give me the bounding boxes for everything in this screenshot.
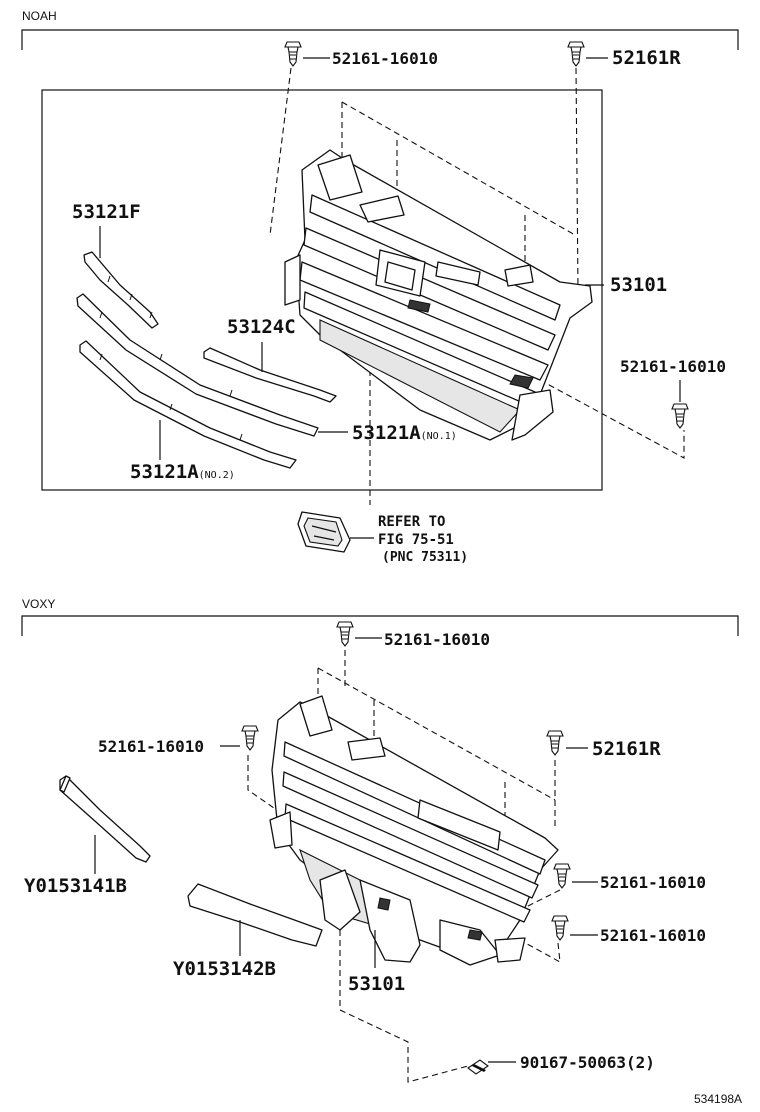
refer-text-line-1: REFER TO xyxy=(378,514,445,530)
label-53121A-no2: 53121A(NO.2) xyxy=(130,461,235,483)
label-52161-16010-right: 52161-16010 xyxy=(620,357,726,376)
noah-group-box xyxy=(41,89,603,491)
clip-icon xyxy=(553,863,571,889)
noah-bracket xyxy=(21,29,739,50)
voxy-bracket xyxy=(21,615,739,636)
label-53124C: 53124C xyxy=(227,316,296,338)
clip-icon xyxy=(551,915,569,941)
dashed-leader xyxy=(317,650,556,840)
label-53121A-no1: 53121A(NO.1) xyxy=(352,422,457,444)
label-52161-16010-top: 52161-16010 xyxy=(332,49,438,68)
label-53101-voxy: 53101 xyxy=(348,973,405,995)
dashed-leader xyxy=(575,67,579,291)
voxy-section: VOXY 52161-16010 52161-16010 52161R 5216… xyxy=(21,597,739,1083)
clip-icon xyxy=(336,621,354,647)
label-52161-16010-voxy-right-1: 52161-16010 xyxy=(600,873,706,892)
refer-text-line-2: FIG 75-51 xyxy=(378,532,454,548)
noah-section: NOAH 52161-16010 52161R xyxy=(21,9,739,565)
grille-drawing-noah xyxy=(284,149,593,441)
accessory-drawing-1 xyxy=(59,775,151,863)
label-Y0153141B: Y0153141B xyxy=(24,875,127,897)
label-90167-50063: 90167-50063(2) xyxy=(520,1053,655,1072)
section-title-voxy: VOXY xyxy=(22,597,55,611)
clip-icon xyxy=(546,730,564,756)
label-52161R-voxy: 52161R xyxy=(592,738,661,760)
dashed-leader xyxy=(539,379,685,459)
moulding-drawings-noah xyxy=(76,251,337,469)
clip-icon xyxy=(671,403,689,429)
section-title-noah: NOAH xyxy=(22,9,57,23)
dashed-leader xyxy=(339,920,469,1083)
label-52161-16010-voxy-right-2: 52161-16010 xyxy=(600,926,706,945)
label-53121F: 53121F xyxy=(72,201,141,223)
clip-icon xyxy=(284,41,302,67)
label-52161-16010-voxy-left: 52161-16010 xyxy=(98,737,204,756)
dashed-leader xyxy=(519,889,561,963)
screw-icon xyxy=(467,1059,489,1075)
label-52161-16010-voxy-top: 52161-16010 xyxy=(384,630,490,649)
emblem-icon xyxy=(297,511,351,553)
dashed-leader xyxy=(341,101,576,272)
refer-text-line-3: (PNC 75311) xyxy=(382,550,468,565)
label-52161R-top: 52161R xyxy=(612,47,681,69)
dashed-leader xyxy=(269,67,292,236)
clip-icon xyxy=(567,41,585,67)
clip-icon xyxy=(241,725,259,751)
label-Y0153142B: Y0153142B xyxy=(173,958,276,980)
label-53101-noah: 53101 xyxy=(610,274,667,296)
accessory-drawing-2 xyxy=(187,883,323,947)
diagram-id: 534198A xyxy=(694,1092,742,1106)
grille-drawing-voxy xyxy=(269,695,559,966)
